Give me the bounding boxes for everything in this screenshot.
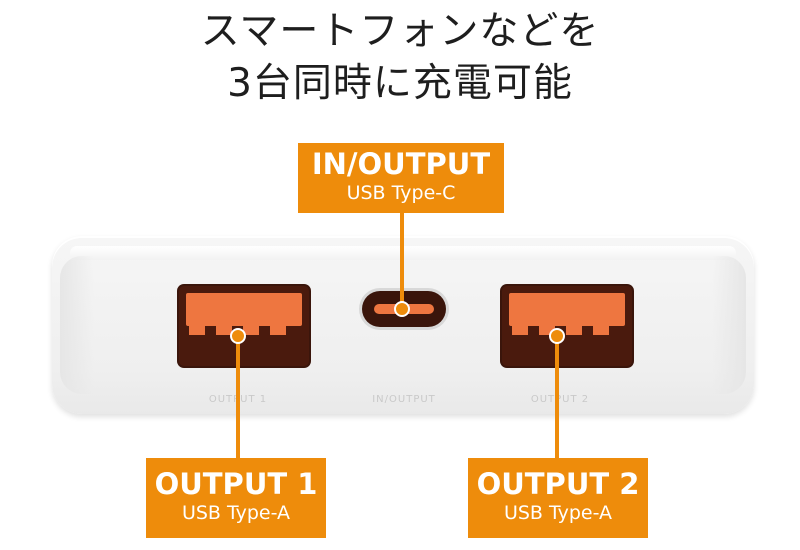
headline: スマートフォンなどを 3台同時に充電可能 (0, 6, 800, 110)
usb-a-port-tongue (509, 293, 625, 326)
leader-dot-output-1 (230, 328, 246, 344)
leader-dot-in-output (394, 301, 410, 317)
callout-output-1-title: OUTPUT 1 (154, 467, 318, 501)
headline-line-2: 3台同時に充電可能 (227, 61, 573, 106)
usb-a-port-contacts (189, 326, 299, 336)
callout-output-2-title: OUTPUT 2 (476, 467, 640, 501)
port-label-in-output: IN/OUTPUT (372, 394, 436, 405)
callout-output-2-subtitle: USB Type-A (503, 502, 613, 524)
leader-dot-output-2 (549, 328, 565, 344)
power-bank-right-edge (712, 256, 746, 394)
headline-line-1: スマートフォンなどを (200, 9, 600, 54)
callout-in-output-subtitle: USB Type-C (346, 182, 456, 204)
power-bank-left-edge (60, 256, 94, 394)
callout-output-1: OUTPUT 1 USB Type-A (146, 458, 326, 538)
usb-a-port-tongue (186, 293, 302, 326)
leader-line-output-2 (555, 334, 559, 460)
callout-output-2: OUTPUT 2 USB Type-A (468, 458, 648, 538)
usb-a-port-output-1 (179, 286, 309, 366)
usb-a-port-contacts (512, 326, 622, 336)
callout-in-output: IN/OUTPUT USB Type-C (298, 143, 504, 213)
leader-line-in-output (400, 212, 404, 308)
port-label-output-2: OUTPUT 2 (530, 394, 590, 405)
leader-line-output-1 (236, 334, 240, 460)
callout-output-1-subtitle: USB Type-A (181, 502, 291, 524)
usb-a-port-output-2 (502, 286, 632, 366)
callout-in-output-title: IN/OUTPUT (311, 147, 491, 181)
